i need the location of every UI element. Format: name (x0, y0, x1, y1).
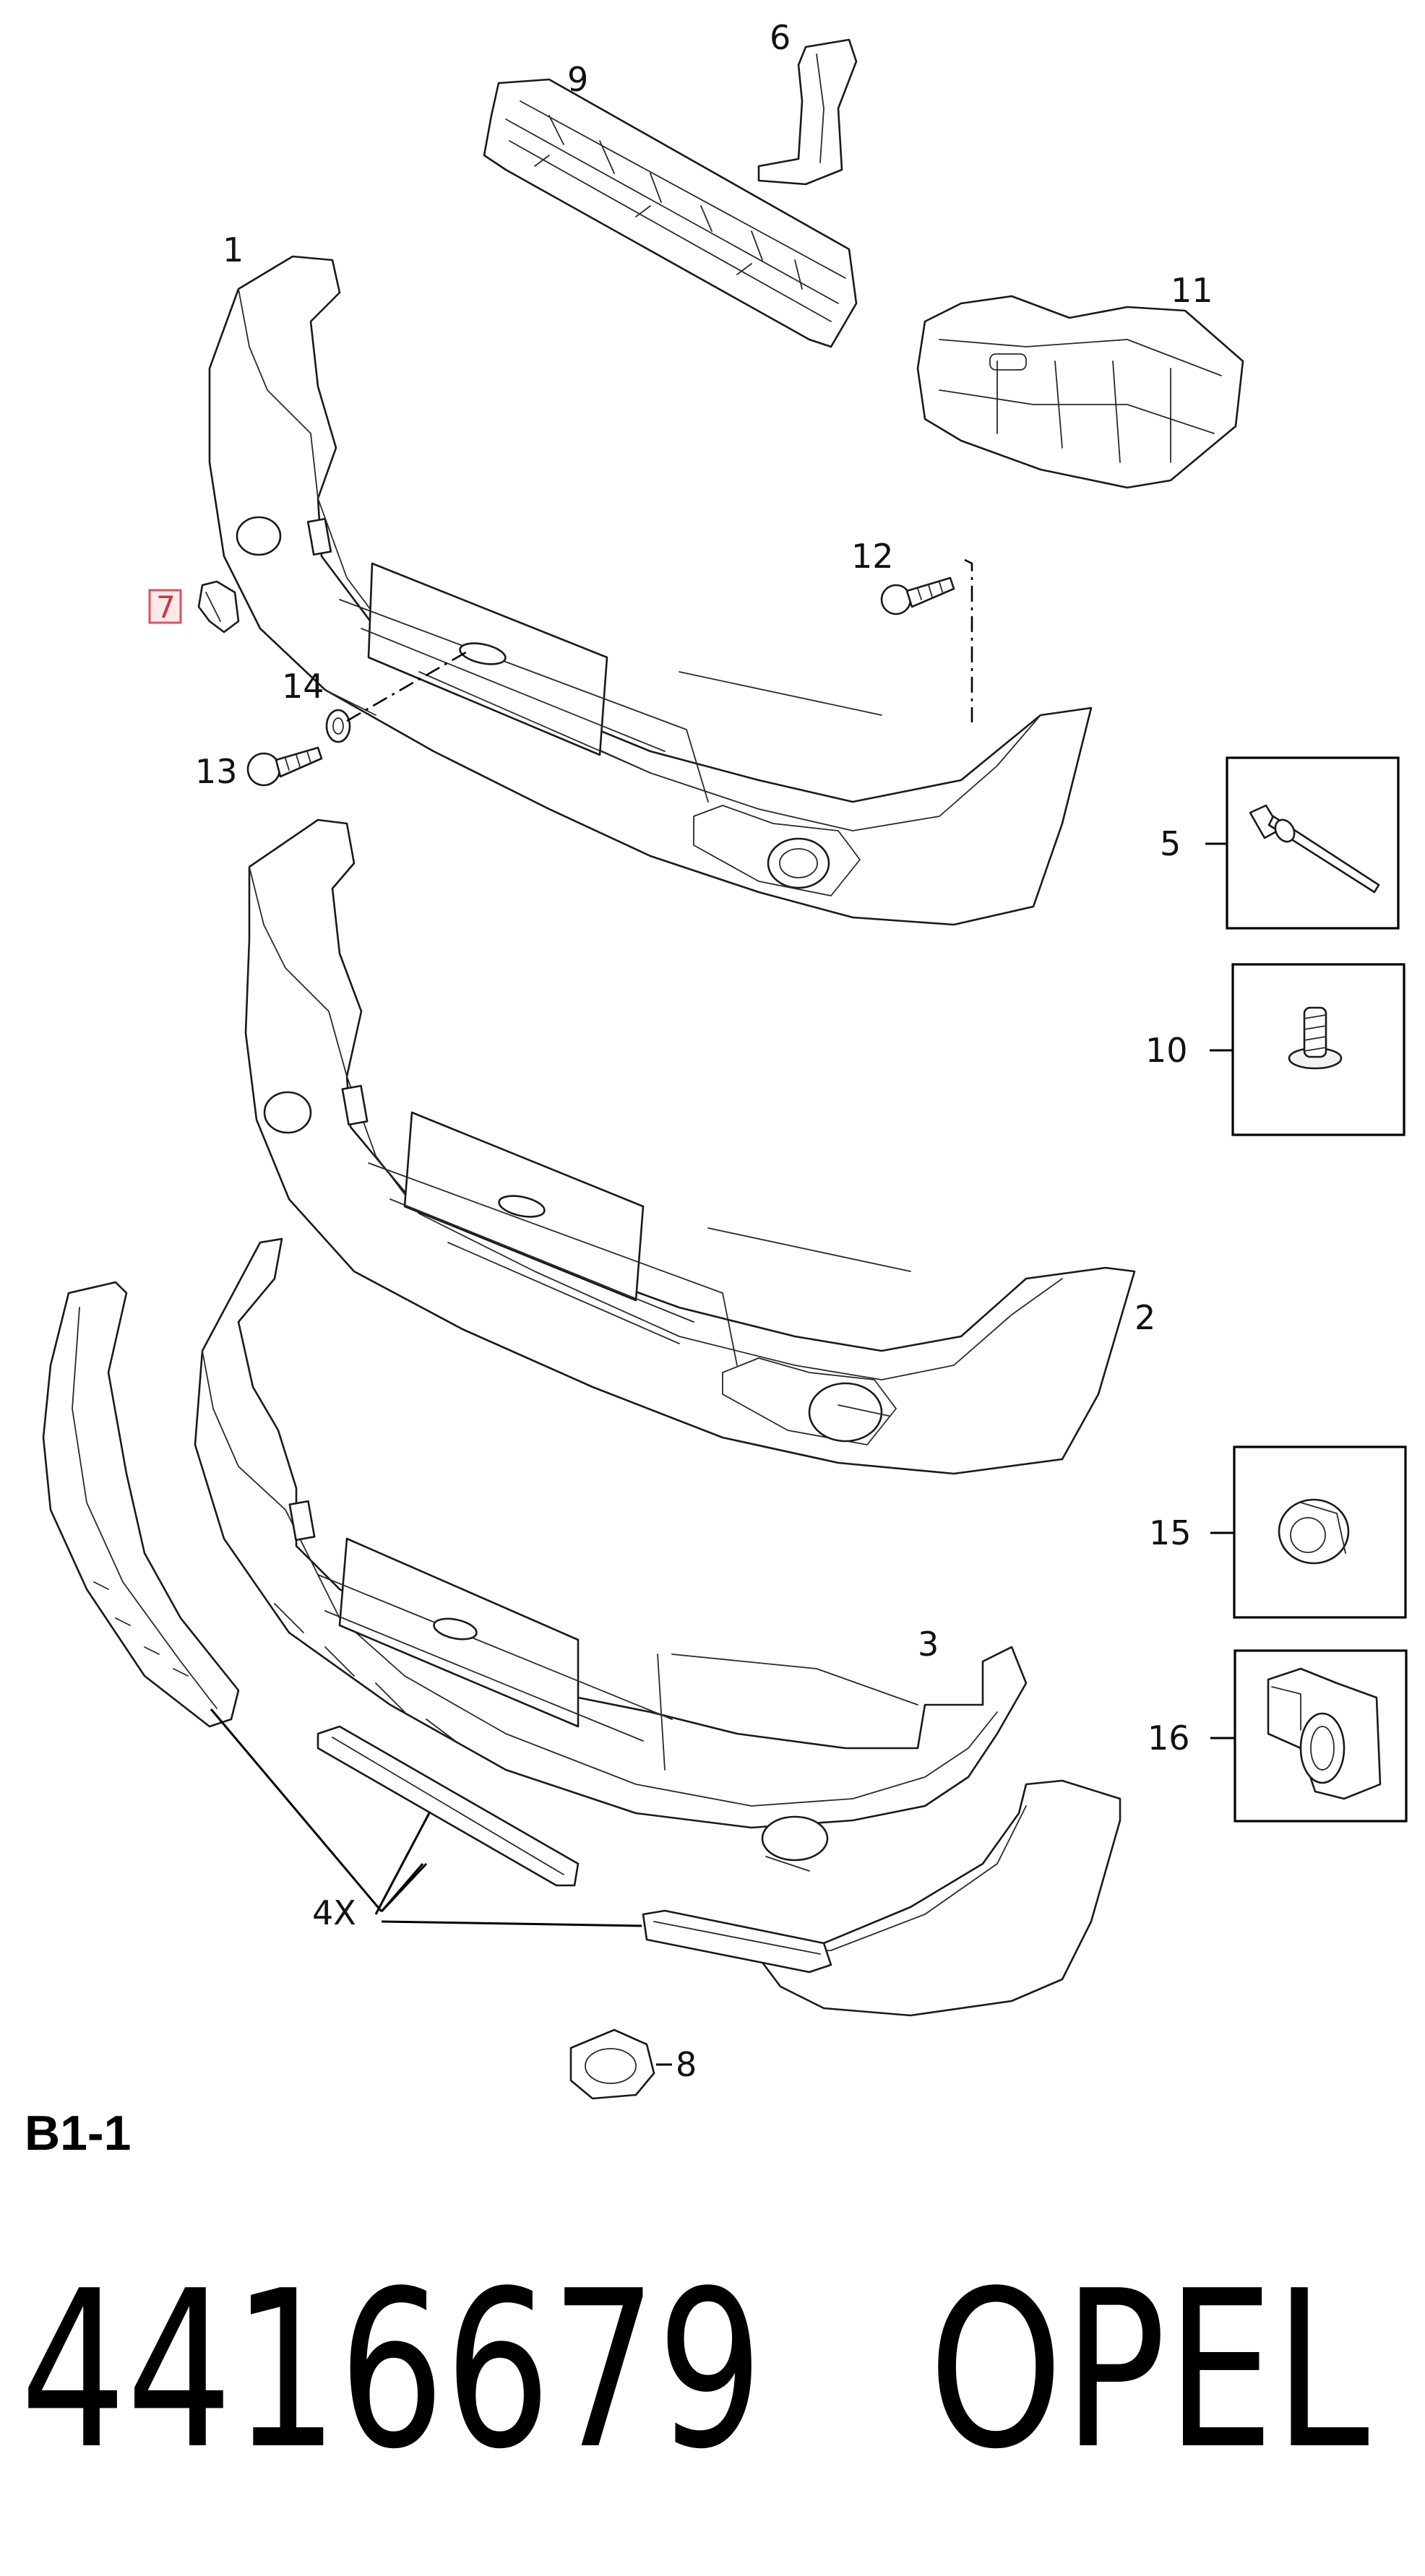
callout-5: 5 (1160, 824, 1181, 863)
callout-8: 8 (676, 2045, 697, 2084)
part-13-bolt (246, 746, 323, 787)
callout-9: 9 (567, 60, 588, 99)
part-4-trim-left (42, 1281, 240, 1728)
detail-box-16 (1234, 1649, 1408, 1823)
callout-7-highlight (148, 589, 182, 624)
part-12-screw (880, 576, 955, 615)
part-4-trim-right (642, 1909, 832, 1974)
callout-15: 15 (1149, 1513, 1192, 1552)
part-2-front-bumper (244, 818, 1136, 1475)
part-3-front-bumper (194, 1237, 1028, 1872)
brand-name: OPEL (929, 2244, 1370, 2497)
dashed-line-13-14 (346, 649, 470, 722)
part-1-front-bumper (208, 255, 1093, 926)
callout-11: 11 (1171, 271, 1213, 310)
callout-1: 1 (223, 230, 244, 269)
detail-box-15 (1233, 1445, 1407, 1619)
part-14-washer (325, 709, 351, 743)
callout-4x: 4X (312, 1893, 356, 1932)
callout-14: 14 (282, 667, 324, 706)
part-7-clip (197, 580, 240, 634)
detail-box-5 (1226, 756, 1400, 930)
detail-box-10 (1231, 963, 1405, 1136)
callout-7: 7 (156, 589, 176, 625)
part-4-trim-middle (317, 1725, 580, 1887)
part-11-bumper-bracket (916, 295, 1244, 489)
part-8-fog-cover (569, 2028, 655, 2100)
part-6-bracket (757, 38, 858, 186)
callouts: 1 6 9 11 12 14 13 5 10 2 15 3 16 4X 8 7 (148, 18, 1213, 2084)
callout-2: 2 (1135, 1298, 1155, 1337)
callout-10: 10 (1145, 1031, 1188, 1070)
dashed-line-12 (964, 558, 973, 722)
callout-12: 12 (851, 537, 894, 576)
callout-16: 16 (1148, 1719, 1190, 1758)
leader-lines (210, 842, 1235, 1927)
callout-13: 13 (195, 752, 238, 791)
part-9-grille-carrier (483, 78, 858, 348)
callout-6: 6 (770, 18, 791, 57)
callout-3: 3 (918, 1625, 939, 1664)
part-number: 4416679 (20, 2244, 763, 2497)
sheet-reference: B1-1 (25, 2106, 131, 2161)
